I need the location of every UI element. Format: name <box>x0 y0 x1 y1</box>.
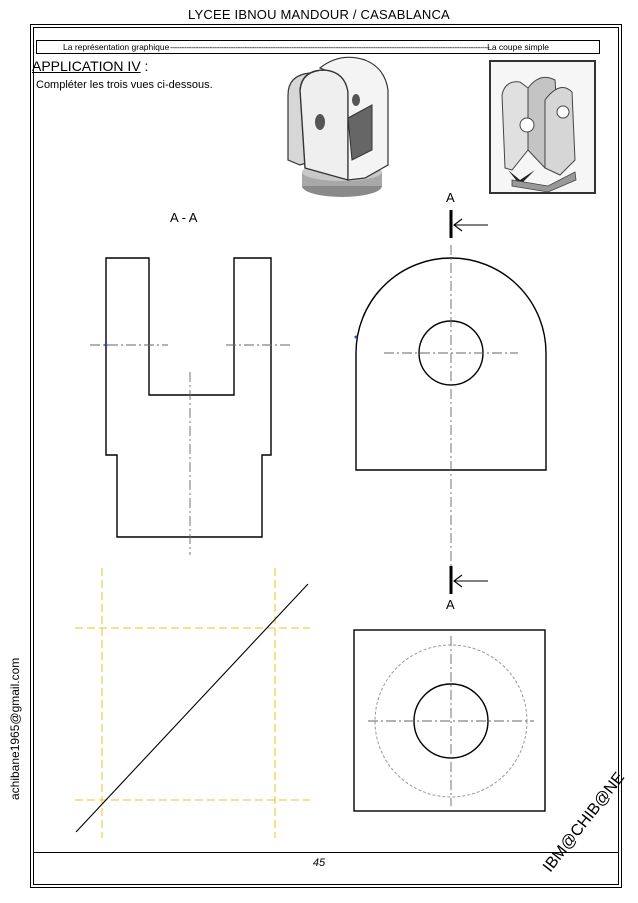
footer-divider <box>33 852 619 853</box>
page-frame-inner <box>33 27 619 885</box>
front-view-marker <box>354 335 358 339</box>
miter-line-45deg <box>75 583 309 833</box>
exercise-title-colon: : <box>140 58 149 74</box>
author-email: achibane1965@gmail.com <box>8 657 22 800</box>
section-view-label: A - A <box>170 210 198 225</box>
front-view-axes <box>384 245 518 570</box>
cut-mark-label-bottom: A <box>446 597 455 612</box>
section-view-outline <box>105 257 272 538</box>
cut-mark-label-top: A <box>446 190 455 205</box>
school-title: LYCEE IBNOU MANDOUR / CASABLANCA <box>188 7 450 22</box>
exercise-title-text: APPLICATION IV <box>32 58 141 74</box>
section-view-axes <box>90 344 290 555</box>
isometric-view-image <box>287 56 389 197</box>
exercise-title: APPLICATION IV : <box>32 58 148 74</box>
cutting-plane-indicators <box>449 210 488 594</box>
construction-lines <box>75 568 310 838</box>
page-number: 45 <box>312 857 326 869</box>
exercise-instruction: Compléter les trois vues ci-dessous. <box>36 79 213 91</box>
top-view-axes <box>368 636 534 806</box>
top-view-outline <box>353 629 546 812</box>
topic-banner: La représentation graphique ------------… <box>36 40 600 54</box>
page-frame-outer <box>30 24 622 888</box>
topic-dash-filler: ----------------------------------------… <box>170 42 490 52</box>
section-view-marker <box>104 343 108 347</box>
sectioned-isometric-image <box>501 76 577 193</box>
topic-left-label: La représentation graphique <box>63 42 170 52</box>
topic-right-label: La coupe simple <box>487 42 549 52</box>
